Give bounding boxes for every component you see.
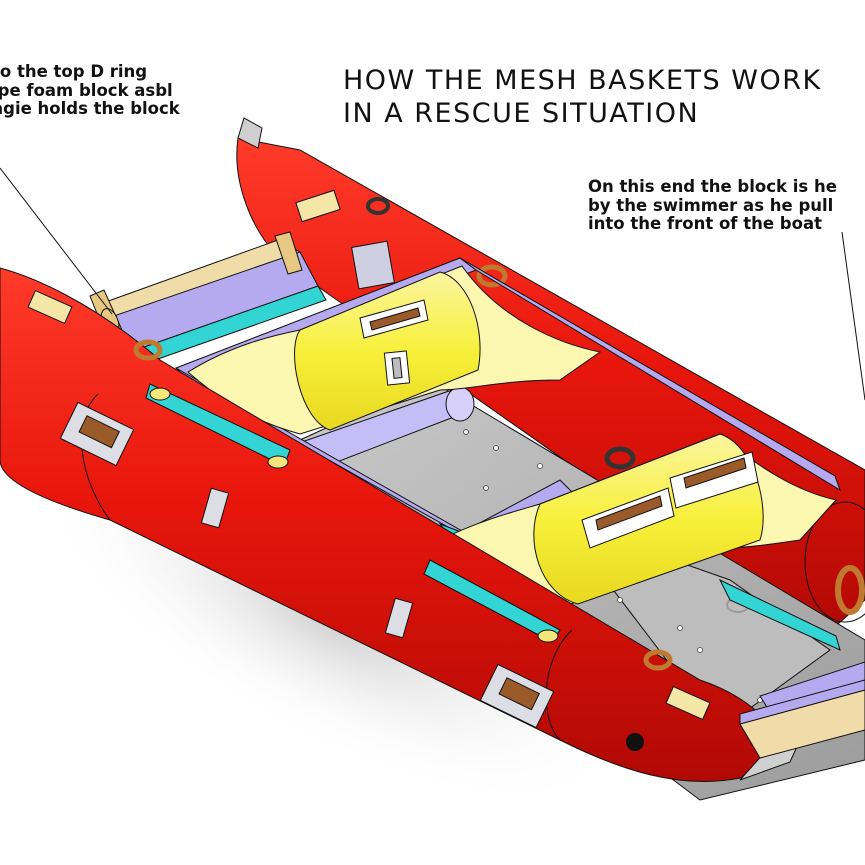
near-pontoon: [0, 267, 801, 783]
handle-strap: [369, 307, 421, 331]
patch: [384, 597, 414, 639]
title-line-2: IN A RESCUE SITUATION: [343, 98, 700, 129]
d-ring-handle: [643, 649, 673, 671]
annotation-left-line-3: agie holds the block: [0, 99, 180, 118]
d-ring-handle: [476, 264, 508, 288]
d-ring-handle: [366, 197, 390, 215]
patch: [200, 487, 230, 529]
foam-block-front: [439, 433, 837, 609]
d-ring-handle: [133, 339, 163, 361]
annotation-left-line-2: ipe foam block asbl: [0, 80, 173, 100]
annotation-right-line-3: into the front of the boat: [588, 214, 822, 233]
foam-block-rear: [187, 265, 602, 435]
patch: [351, 240, 395, 290]
rear-frame: [89, 231, 327, 367]
patch: [27, 289, 73, 325]
leader-line-right: [841, 231, 865, 401]
d-ring-handle: [835, 565, 865, 615]
annotation-left-line-1: to the top D ring: [0, 62, 148, 81]
page-title: HOW THE MESH BASKETS WORK IN A RESCUE SI…: [343, 64, 822, 130]
annotation-right-line-2: by the swimmer as he pull: [588, 195, 834, 215]
valve: [626, 733, 644, 751]
handle-strap: [683, 457, 747, 489]
annotation-left: to the top D ring ipe foam block asbl ag…: [0, 62, 180, 119]
patch: [665, 685, 711, 721]
annotation-right: On this end the block is he by the swimm…: [588, 177, 837, 234]
front-frame: [739, 679, 865, 759]
handle-strap: [595, 495, 663, 531]
patch: [295, 189, 341, 223]
annotation-right-line-1: On this end the block is he: [588, 177, 837, 196]
leader-line-left: [0, 167, 113, 315]
title-line-1: HOW THE MESH BASKETS WORK: [343, 65, 822, 96]
d-ring-handle: [604, 446, 636, 470]
far-pontoon-tip: [237, 117, 263, 149]
